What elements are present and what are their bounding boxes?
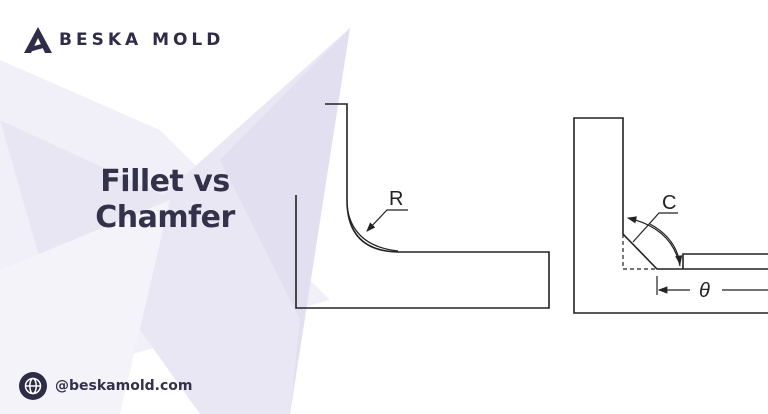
chamfer-label: C [662,192,676,214]
website-link[interactable]: @beskamold.com [19,372,192,400]
globe-icon [19,372,47,400]
triangle-a-logo-icon [24,27,52,53]
title-line-1: Fillet vs [100,164,230,199]
title-line-2: Chamfer [95,200,235,235]
fillet-radius-label: R [389,188,403,210]
page-title: Fillet vs Chamfer [60,164,270,236]
fillet-drawing [295,103,550,309]
angle-label: θ [699,280,710,302]
brand-name: BESKA MOLD [59,30,225,50]
brand-logo: BESKA MOLD [23,26,224,54]
website-text: @beskamold.com [55,378,193,394]
chamfer-drawing [573,117,768,314]
